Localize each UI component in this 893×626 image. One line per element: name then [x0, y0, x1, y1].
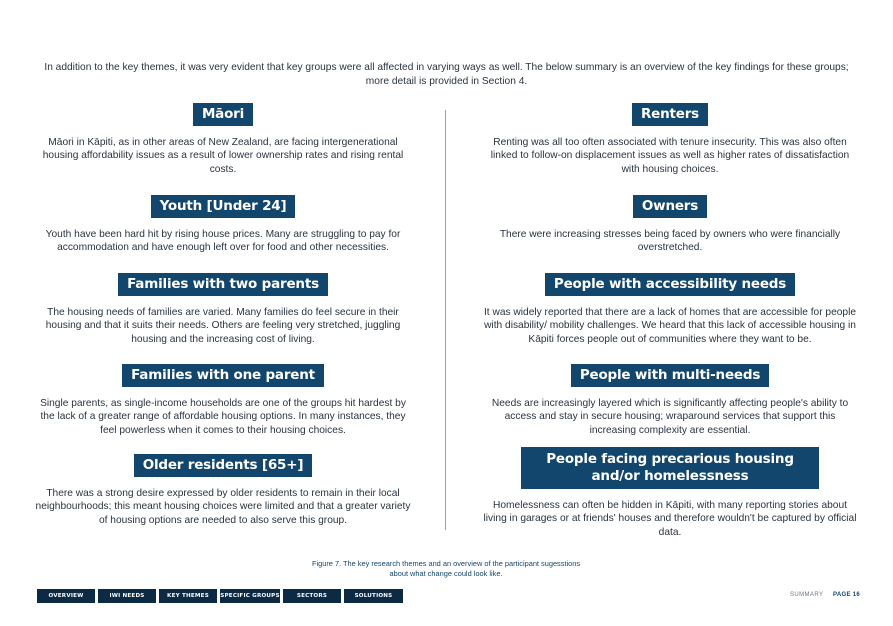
group-description: It was widely reported that there are a … — [483, 307, 857, 345]
group-accessibility-needs: People with accessibility needs It was w… — [480, 273, 860, 346]
intro-paragraph: In addition to the key themes, it was ve… — [44, 62, 849, 87]
footer-section-label[interactable]: SUMMARY — [790, 592, 824, 598]
caption-line: Figure 7. The key research themes and an… — [311, 559, 581, 568]
group-renters: Renters Renting was all too often associ… — [480, 103, 860, 176]
group-heading: Renters — [631, 103, 709, 126]
group-youth: Youth [Under 24] Youth have been hard hi… — [33, 195, 413, 255]
group-description: Single parents, as single-income househo… — [40, 398, 406, 436]
group-description: Renting was all too often associated wit… — [490, 137, 850, 175]
nav-specific-groups[interactable]: SPECIFIC GROUPS — [220, 589, 280, 603]
group-heading: Older residents [65+] — [133, 454, 313, 477]
group-maori: Māori Māori in Kāpiti, as in other areas… — [33, 103, 413, 176]
nav-overview[interactable]: OVERVIEW — [37, 589, 95, 603]
group-families-two-parents: Families with two parents The housing ne… — [33, 273, 413, 346]
group-older-residents: Older residents [65+] There was a strong… — [33, 454, 413, 527]
group-heading: People with accessibility needs — [544, 273, 796, 296]
footer-page-number: PAGE 16 — [833, 592, 860, 598]
group-description: Homelessness can often be hidden in Kāpi… — [483, 500, 857, 538]
nav-iwi-needs[interactable]: IWI NEEDS — [98, 589, 156, 603]
column-divider — [445, 110, 446, 530]
group-description: Māori in Kāpiti, as in other areas of Ne… — [42, 137, 404, 175]
group-families-one-parent: Families with one parent Single parents,… — [33, 364, 413, 437]
group-heading: Families with one parent — [122, 364, 324, 387]
group-heading: People with multi-needs — [570, 364, 770, 387]
nav-solutions[interactable]: SOLUTIONS — [344, 589, 403, 603]
group-description: There was a strong desire expressed by o… — [35, 488, 411, 526]
group-heading: Families with two parents — [118, 273, 328, 296]
group-heading: People facing precarious housing and/or … — [521, 447, 819, 489]
group-description: There were increasing stresses being fac… — [499, 229, 841, 254]
group-owners: Owners There were increasing stresses be… — [480, 195, 860, 255]
nav-sectors[interactable]: SECTORS — [283, 589, 341, 603]
group-description: The housing needs of families are varied… — [45, 307, 401, 345]
group-heading: Māori — [192, 103, 254, 126]
group-precarious-housing: People facing precarious housing and/or … — [480, 447, 860, 539]
group-description: Youth have been hard hit by rising house… — [45, 229, 401, 254]
nav-key-themes[interactable]: KEY THEMES — [159, 589, 217, 603]
caption-line: about what change could look like. — [389, 569, 503, 578]
group-heading: Owners — [632, 195, 708, 218]
group-multi-needs: People with multi-needs Needs are increa… — [480, 364, 860, 437]
group-heading: Youth [Under 24] — [150, 195, 296, 218]
figure-caption: Figure 7. The key research themes and an… — [246, 559, 646, 579]
group-description: Needs are increasingly layered which is … — [491, 398, 849, 436]
